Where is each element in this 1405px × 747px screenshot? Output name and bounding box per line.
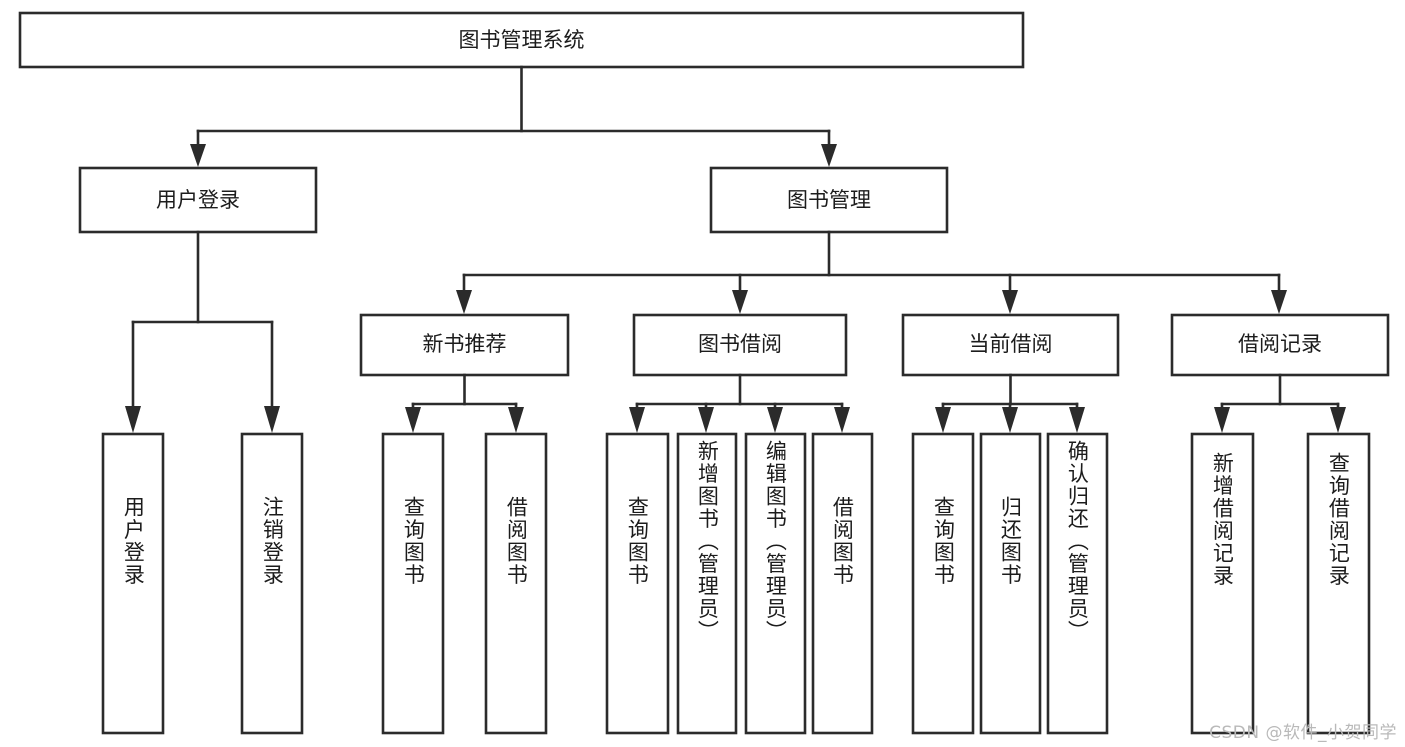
leaf-box-current-borrow-3[interactable] xyxy=(1046,432,1109,735)
arrowhead-to-borrow-record xyxy=(1271,290,1287,314)
leaf-label-book-borrow-1: 查询图书 xyxy=(625,496,650,586)
arrowhead-borrow-record-leaf-1 xyxy=(1214,407,1230,433)
leaf-box-borrow-record-2[interactable] xyxy=(1306,432,1371,735)
leaf-box-borrow-record-1[interactable] xyxy=(1190,432,1255,735)
leaf-box-user-login-2[interactable] xyxy=(240,432,304,735)
arrowhead-book-borrow-leaf-1 xyxy=(629,407,645,433)
arrowhead-to-current-borrow xyxy=(1002,290,1018,314)
arrowhead-book-borrow-leaf-3 xyxy=(767,407,783,433)
node-user-login-label: 用户登录 xyxy=(156,188,240,212)
leaf-label-borrow-record-2: 查询借阅记录 xyxy=(1326,452,1351,587)
arrowhead-book-borrow-leaf-4 xyxy=(834,407,850,433)
node-current-borrow-box[interactable] xyxy=(901,313,1120,377)
leaf-box-book-borrow-1[interactable] xyxy=(605,432,670,735)
arrowhead-borrow-record-leaf-2 xyxy=(1330,407,1346,433)
leaf-label-book-borrow-4: 借阅图书 xyxy=(830,496,855,586)
arrowhead-to-book-borrow xyxy=(732,290,748,314)
arrowhead-to-new-book xyxy=(456,290,472,314)
arrowhead-root-to-user-login xyxy=(190,144,206,167)
arrowhead-book-borrow-leaf-2 xyxy=(698,407,714,433)
node-book-manage-label: 图书管理 xyxy=(787,188,871,212)
leaf-label-book-borrow-2: 新增图书（管理员） xyxy=(695,440,720,643)
arrowhead-root-to-book-manage xyxy=(821,144,837,167)
node-book-borrow-label: 图书借阅 xyxy=(698,332,782,356)
leaf-label-user-login-2: 注销登录 xyxy=(260,496,285,586)
node-new-book-box[interactable] xyxy=(359,313,570,377)
node-book-borrow-box[interactable] xyxy=(632,313,848,377)
leaf-label-book-borrow-3: 编辑图书（管理员） xyxy=(763,440,788,643)
arrowhead-user-login-leaf-1 xyxy=(125,406,141,433)
node-current-borrow-label: 当前借阅 xyxy=(969,332,1053,356)
arrowhead-current-borrow-leaf-2 xyxy=(1002,407,1018,433)
leaf-box-new-book-1[interactable] xyxy=(381,432,445,735)
node-root-label: 图书管理系统 xyxy=(459,28,585,52)
leaf-label-new-book-1: 查询图书 xyxy=(401,496,426,586)
arrowhead-current-borrow-leaf-3 xyxy=(1069,407,1085,433)
arrowhead-new-book-leaf-2 xyxy=(508,407,524,433)
leaf-label-new-book-2: 借阅图书 xyxy=(504,496,529,586)
leaf-label-current-borrow-2: 归还图书 xyxy=(998,496,1023,586)
leaf-label-current-borrow-1: 查询图书 xyxy=(931,496,956,586)
leaf-box-current-borrow-2[interactable] xyxy=(979,432,1042,735)
leaf-box-new-book-2[interactable] xyxy=(484,432,548,735)
arrowhead-user-login-leaf-2 xyxy=(264,406,280,433)
node-new-book-label: 新书推荐 xyxy=(423,332,507,356)
node-borrow-record-label: 借阅记录 xyxy=(1238,332,1322,356)
leaf-label-current-borrow-3: 确认归还（管理员） xyxy=(1065,440,1090,643)
leaf-box-current-borrow-1[interactable] xyxy=(911,432,975,735)
node-root-box[interactable] xyxy=(18,11,1025,69)
leaf-label-borrow-record-1: 新增借阅记录 xyxy=(1210,452,1235,587)
leaf-label-user-login-1: 用户登录 xyxy=(121,496,146,586)
leaf-box-book-borrow-2[interactable] xyxy=(676,432,738,735)
leaf-box-user-login-1[interactable] xyxy=(101,432,165,735)
arrowhead-current-borrow-leaf-1 xyxy=(935,407,951,433)
leaf-box-book-borrow-3[interactable] xyxy=(744,432,807,735)
arrowhead-new-book-leaf-1 xyxy=(405,407,421,433)
watermark-text: CSDN @软件_小贺同学 xyxy=(1209,723,1397,743)
leaf-box-book-borrow-4[interactable] xyxy=(811,432,874,735)
